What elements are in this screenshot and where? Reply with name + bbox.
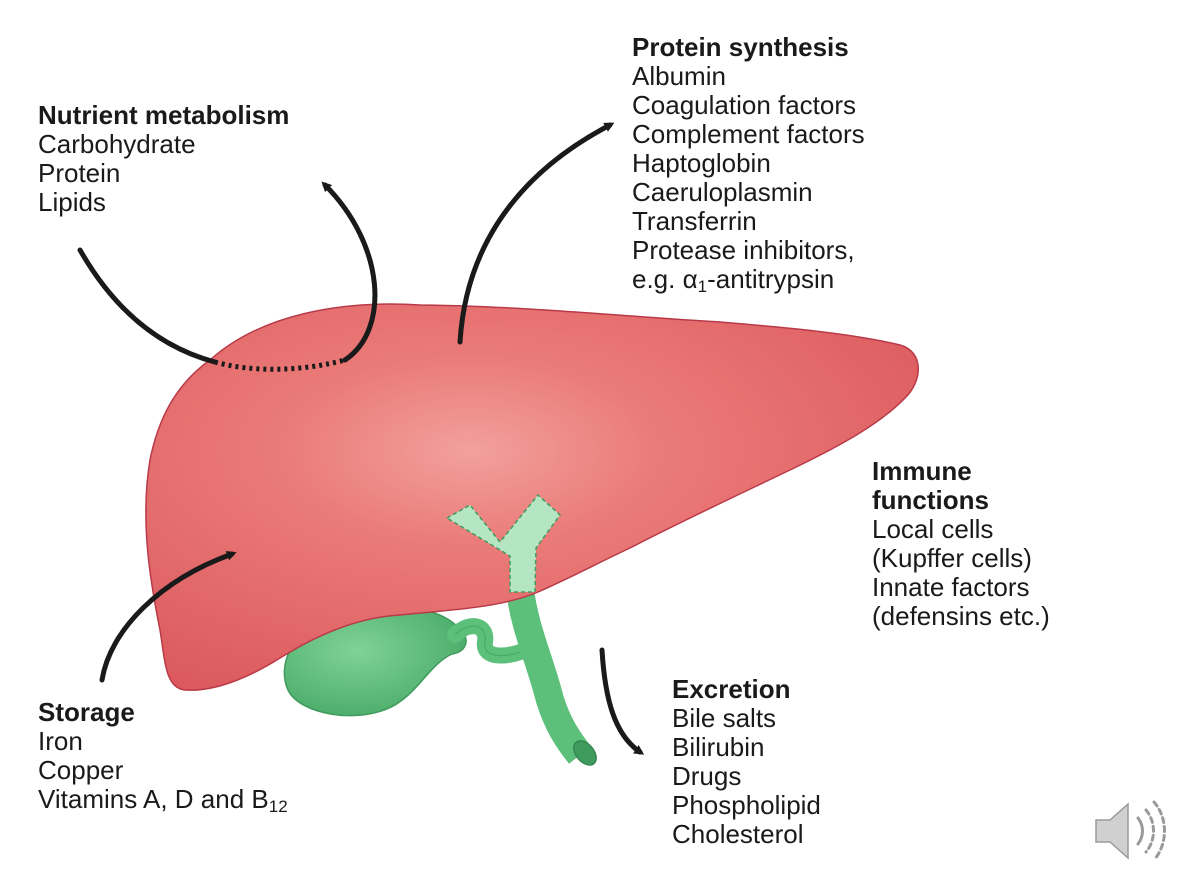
nutrient-heading: Nutrient metabolism [38,100,290,130]
nutrient-arrow [321,181,378,363]
vitamins-subscript: 12 [268,797,288,816]
nutrient-item: Lipids [38,187,106,217]
excretion-heading: Excretion [672,674,791,704]
immune-item: (Kupffer cells) [872,543,1032,573]
common-bile-duct [506,588,592,764]
protein-item: Transferrin [632,206,757,236]
protein-item: Albumin [632,61,726,91]
storage-block: Storage Iron Copper Vitamins A, D and B1… [38,697,288,816]
immune-item: (defensins etc.) [872,601,1050,631]
excretion-item: Drugs [672,761,742,791]
excretion-item: Phospholipid [672,790,821,820]
hepatic-duct [445,493,562,593]
storage-item: Iron [38,726,83,756]
nutrient-item: Protein [38,158,121,188]
storage-item-vitamins: Vitamins A, D and B12 [38,784,288,816]
protein-item: Caeruloplasmin [632,177,813,207]
protein-item: Coagulation factors [632,90,857,120]
immune-item: Local cells [872,514,994,544]
excretion-item: Bilirubin [672,732,765,762]
excretion-item: Bile salts [672,703,777,733]
nutrient-arrow-tail [77,247,218,365]
protein-item: Protease inhibitors, [632,235,855,265]
duct-opening [573,740,597,766]
excretion-block: Excretion Bile salts Bilirubin Drugs Pho… [672,675,821,849]
liver [145,303,919,691]
nutrient-item: Carbohydrate [38,129,196,159]
immune-functions-block: Immune functions Local cells (Kupffer ce… [872,457,1050,631]
speaker-icon[interactable] [1092,796,1172,871]
protein-arrow [457,122,615,345]
protein-item-antitrypsin: e.g. α1-antitrypsin [632,264,865,296]
protein-synthesis-block: Protein synthesis Albumin Coagulation fa… [632,32,865,296]
protein-item: Haptoglobin [632,148,771,178]
nutrient-metabolism-block: Nutrient metabolism Carbohydrate Protein… [38,101,289,217]
protein-heading: Protein synthesis [632,32,849,62]
immune-heading-line-2: functions [872,485,989,515]
vitamins-prefix: Vitamins A, D and B [38,784,269,814]
antitrypsin-subscript: 1 [697,277,708,296]
storage-heading: Storage [38,697,135,727]
immune-heading-line-1: Immune [872,456,972,486]
storage-arrow [99,550,237,683]
excretion-arrow [599,647,645,755]
antitrypsin-prefix: e.g. α [632,264,698,294]
excretion-item: Cholesterol [672,819,804,849]
immune-item: Innate factors [872,572,1030,602]
antitrypsin-suffix: -antitrypsin [707,264,835,294]
protein-item: Complement factors [632,119,865,149]
storage-item: Copper [38,755,124,785]
